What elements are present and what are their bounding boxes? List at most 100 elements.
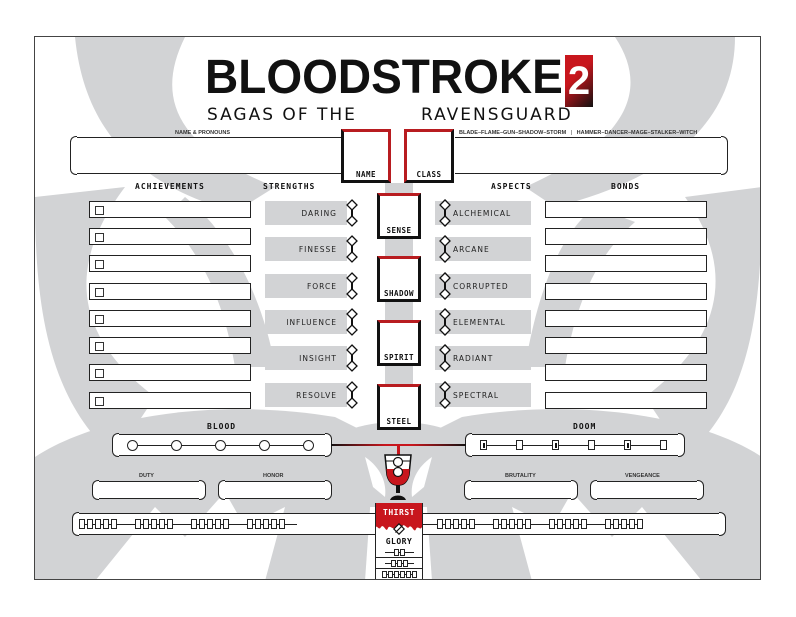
attribute-sense[interactable]: SENSE [377, 193, 421, 239]
glory-box[interactable] [399, 571, 405, 578]
doom-box[interactable] [660, 440, 667, 450]
duty-field[interactable] [92, 480, 206, 500]
strength-daring-pips[interactable] [346, 199, 358, 227]
achievement-checkbox[interactable] [95, 288, 104, 297]
thirst-box[interactable] [151, 519, 157, 529]
glory-box[interactable] [381, 571, 387, 578]
bond-row[interactable] [545, 228, 707, 245]
thirst-box[interactable] [517, 519, 523, 529]
achievement-row[interactable] [89, 337, 251, 354]
glory-box[interactable] [393, 549, 399, 556]
bond-row[interactable] [545, 310, 707, 327]
thirst-box[interactable] [207, 519, 213, 529]
thirst-box[interactable] [445, 519, 451, 529]
vengeance-field[interactable] [590, 480, 704, 500]
achievement-row[interactable] [89, 283, 251, 300]
bond-row[interactable] [545, 337, 707, 354]
thirst-box[interactable] [143, 519, 149, 529]
thirst-box[interactable] [637, 519, 643, 529]
strength-resolve-pips[interactable] [346, 381, 358, 409]
blood-circle[interactable] [171, 440, 182, 451]
bond-row[interactable] [545, 392, 707, 409]
thirst-box[interactable] [279, 519, 285, 529]
blood-circle[interactable] [303, 440, 314, 451]
achievement-checkbox[interactable] [95, 260, 104, 269]
attribute-shadow[interactable]: SHADOW [377, 256, 421, 302]
class-box[interactable]: CLASS [404, 129, 454, 183]
attribute-steel[interactable]: STEEL [377, 384, 421, 430]
glory-box[interactable] [396, 560, 402, 567]
doom-box-marked[interactable] [552, 440, 559, 450]
thirst-box[interactable] [509, 519, 515, 529]
achievement-checkbox[interactable] [95, 397, 104, 406]
thirst-box[interactable] [95, 519, 101, 529]
thirst-box[interactable] [215, 519, 221, 529]
glory-box[interactable] [402, 560, 408, 567]
glory-box[interactable] [399, 549, 405, 556]
thirst-box[interactable] [111, 519, 117, 529]
bond-row[interactable] [545, 255, 707, 272]
doom-box[interactable] [588, 440, 595, 450]
thirst-box[interactable] [191, 519, 197, 529]
strength-insight-pips[interactable] [346, 344, 358, 372]
strength-finesse-pips[interactable] [346, 235, 358, 263]
bond-row[interactable] [545, 201, 707, 218]
honor-field[interactable] [218, 480, 332, 500]
thirst-box[interactable] [461, 519, 467, 529]
thirst-box[interactable] [79, 519, 85, 529]
strength-influence-pips[interactable] [346, 308, 358, 336]
thirst-box[interactable] [581, 519, 587, 529]
thirst-box[interactable] [103, 519, 109, 529]
blood-circle[interactable] [215, 440, 226, 451]
achievement-row[interactable] [89, 364, 251, 381]
thirst-box[interactable] [453, 519, 459, 529]
thirst-box[interactable] [255, 519, 261, 529]
thirst-box[interactable] [167, 519, 173, 529]
doom-box-marked[interactable] [624, 440, 631, 450]
thirst-box[interactable] [493, 519, 499, 529]
achievement-checkbox[interactable] [95, 315, 104, 324]
glory-box[interactable] [405, 571, 411, 578]
thirst-box[interactable] [573, 519, 579, 529]
brutality-field[interactable] [464, 480, 578, 500]
glory-box[interactable] [393, 571, 399, 578]
thirst-box[interactable] [549, 519, 555, 529]
doom-box-marked[interactable] [480, 440, 487, 450]
thirst-box[interactable] [605, 519, 611, 529]
thirst-box[interactable] [247, 519, 253, 529]
doom-box[interactable] [516, 440, 523, 450]
achievement-row[interactable] [89, 228, 251, 245]
glory-box[interactable] [390, 560, 396, 567]
thirst-box[interactable] [199, 519, 205, 529]
achievement-row[interactable] [89, 392, 251, 409]
class-field[interactable] [455, 136, 728, 175]
thirst-box[interactable] [629, 519, 635, 529]
thirst-box[interactable] [525, 519, 531, 529]
thirst-box[interactable] [501, 519, 507, 529]
thirst-box[interactable] [613, 519, 619, 529]
thirst-box[interactable] [565, 519, 571, 529]
crossed-diamond-icon[interactable] [393, 523, 405, 535]
thirst-box[interactable] [159, 519, 165, 529]
bond-row[interactable] [545, 283, 707, 300]
strength-force-pips[interactable] [346, 272, 358, 300]
blood-circle[interactable] [127, 440, 138, 451]
attribute-spirit[interactable]: SPIRIT [377, 320, 421, 366]
achievement-checkbox[interactable] [95, 233, 104, 242]
thirst-box[interactable] [557, 519, 563, 529]
glory-box[interactable] [411, 571, 417, 578]
thirst-box[interactable] [271, 519, 277, 529]
thirst-box[interactable] [223, 519, 229, 529]
thirst-box[interactable] [263, 519, 269, 529]
achievement-checkbox[interactable] [95, 342, 104, 351]
thirst-box[interactable] [87, 519, 93, 529]
glory-box[interactable] [387, 571, 393, 578]
achievement-checkbox[interactable] [95, 206, 104, 215]
thirst-box[interactable] [135, 519, 141, 529]
achievement-row[interactable] [89, 310, 251, 327]
thirst-box[interactable] [469, 519, 475, 529]
bond-row[interactable] [545, 364, 707, 381]
achievement-row[interactable] [89, 255, 251, 272]
achievement-checkbox[interactable] [95, 369, 104, 378]
thirst-box[interactable] [437, 519, 443, 529]
